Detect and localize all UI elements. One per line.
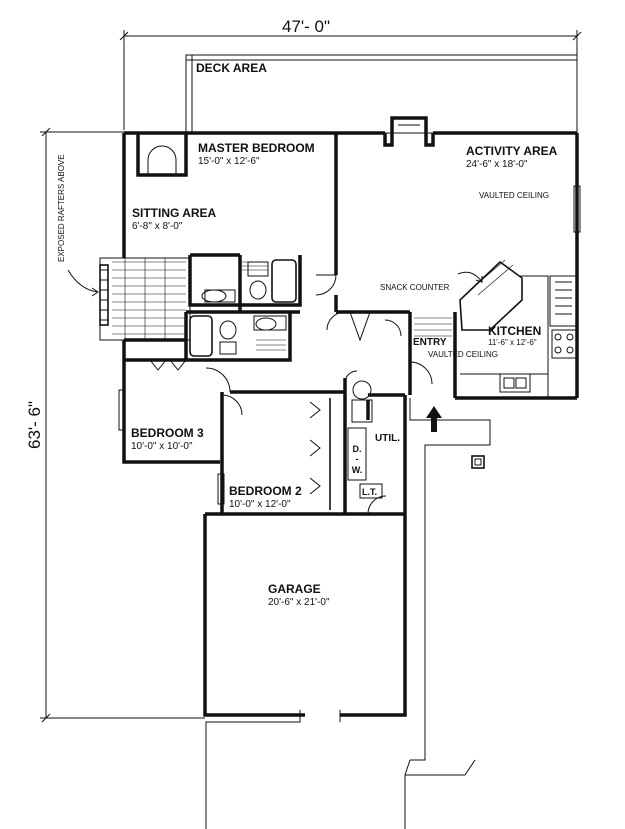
width-dimension-label: 47'- 0" <box>282 17 330 36</box>
kitchen-counters <box>459 259 578 398</box>
windows <box>118 185 581 505</box>
linen-closet-label: L.T. <box>362 487 377 497</box>
entry-arrow <box>426 406 442 432</box>
snack-counter-arrow <box>457 271 483 283</box>
sitting-area-size: 6'-8" x 8'-0" <box>132 221 183 232</box>
exterior-walls <box>122 131 579 717</box>
depth-dimension-label: 63'- 6" <box>25 401 44 449</box>
interior-walls <box>124 133 457 514</box>
rafters-arrow <box>67 269 99 297</box>
bedroom3-size: 10'-0" x 10'-0" <box>131 441 193 452</box>
closet-doors <box>149 359 331 510</box>
hall-bath-fixtures <box>189 315 287 357</box>
master-bath-fixtures <box>201 259 297 303</box>
kitchen-size: 11'-6" x 12'-6" <box>488 338 537 347</box>
utility-fixtures <box>347 380 383 499</box>
deck-area-label: DECK AREA <box>196 61 267 75</box>
kitchen-label: KITCHEN <box>488 324 541 338</box>
depth-dimension-line <box>40 127 205 723</box>
bedroom3-label: BEDROOM 3 <box>131 426 204 440</box>
exposed-rafters-label: EXPOSED RAFTERS ABOVE <box>57 154 66 262</box>
snack-counter-label: SNACK COUNTER <box>380 283 450 292</box>
master-bedroom-label: MASTER BEDROOM <box>198 141 315 155</box>
activity-area-size: 24'-6" x 18'-0" <box>466 159 528 170</box>
sitting-area-label: SITTING AREA <box>132 206 217 220</box>
bedroom2-size: 10'-0" x 12'-0" <box>229 499 291 510</box>
door-swings <box>205 274 433 515</box>
dishwasher-w-label: W. <box>352 465 363 475</box>
fireplace-chimney <box>383 116 435 147</box>
walkway-lines <box>205 398 491 829</box>
bedroom2-label: BEDROOM 2 <box>229 484 302 498</box>
dishwasher-dash-label: - <box>356 454 359 464</box>
activity-vaulted-ceiling: VAULTED CEILING <box>479 191 549 200</box>
entry-label: ENTRY <box>413 337 447 348</box>
garage-label: GARAGE <box>268 582 321 596</box>
entry-vaulted-ceiling: VAULTED CEILING <box>428 350 498 359</box>
entry-landing <box>414 317 452 337</box>
utility-label: UTIL. <box>375 433 400 444</box>
dishwasher-d-label: D. <box>353 444 362 454</box>
master-bedroom-size: 15'-0" x 12'-6" <box>198 156 260 167</box>
width-dimension-line <box>119 30 582 130</box>
activity-area-label: ACTIVITY AREA <box>466 144 558 158</box>
master-closet-detail <box>147 145 177 175</box>
garage-size: 20'-6" x 21'-0" <box>268 597 330 608</box>
exposed-rafters-structure <box>99 257 191 341</box>
